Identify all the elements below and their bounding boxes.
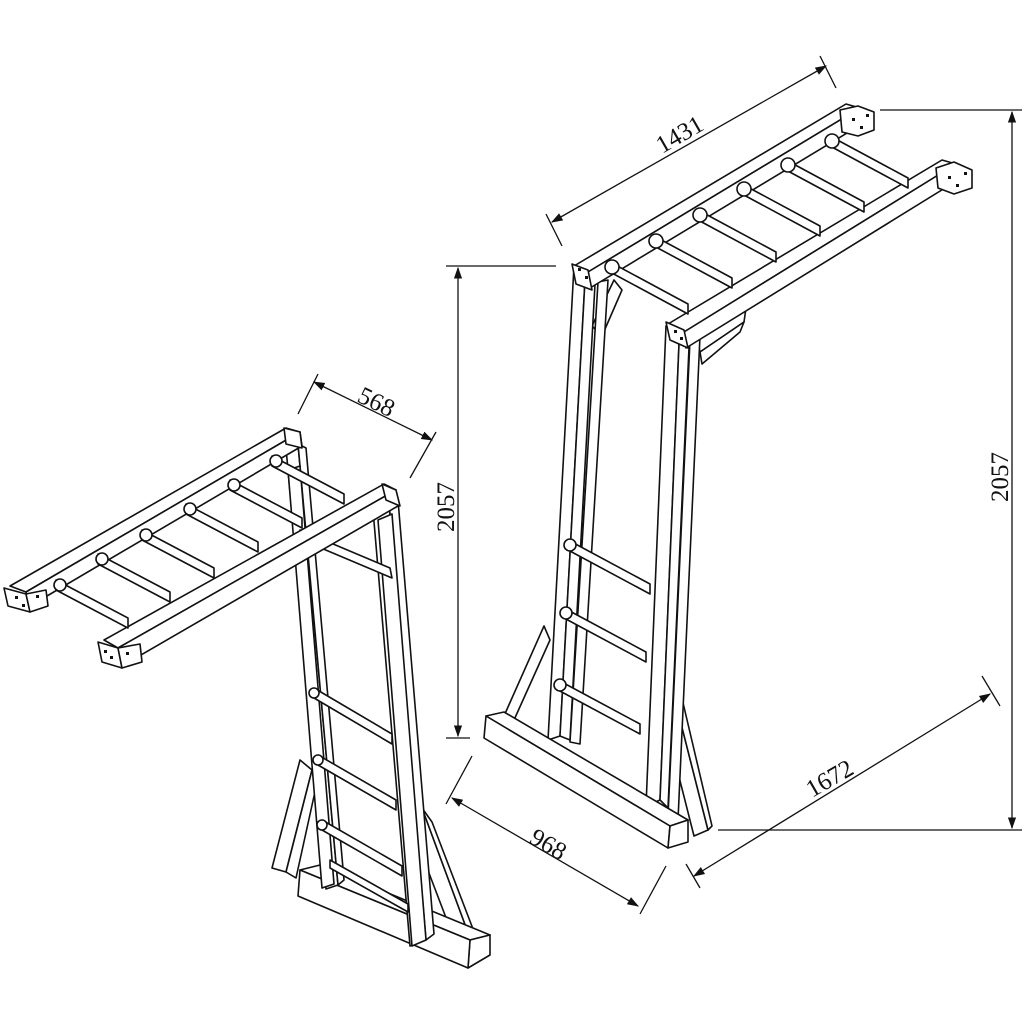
dim-label-base-length: 1672 — [802, 755, 859, 803]
dim-label-top-length: 1431 — [652, 111, 709, 159]
right-ladder-rungs — [553, 538, 651, 735]
left-structure — [3, 427, 491, 969]
dim-label-height-right: 2057 — [987, 452, 1014, 502]
dimension-lines — [297, 55, 1022, 915]
dim-label-base-width: 968 — [525, 824, 571, 866]
left-ladder-rungs — [308, 687, 409, 913]
right-structure — [483, 103, 973, 849]
dim-label-height-left: 2057 — [433, 482, 460, 532]
left-top-rungs — [53, 454, 345, 629]
right-top-rungs — [604, 133, 909, 315]
dim-label-top-width: 568 — [353, 382, 399, 423]
